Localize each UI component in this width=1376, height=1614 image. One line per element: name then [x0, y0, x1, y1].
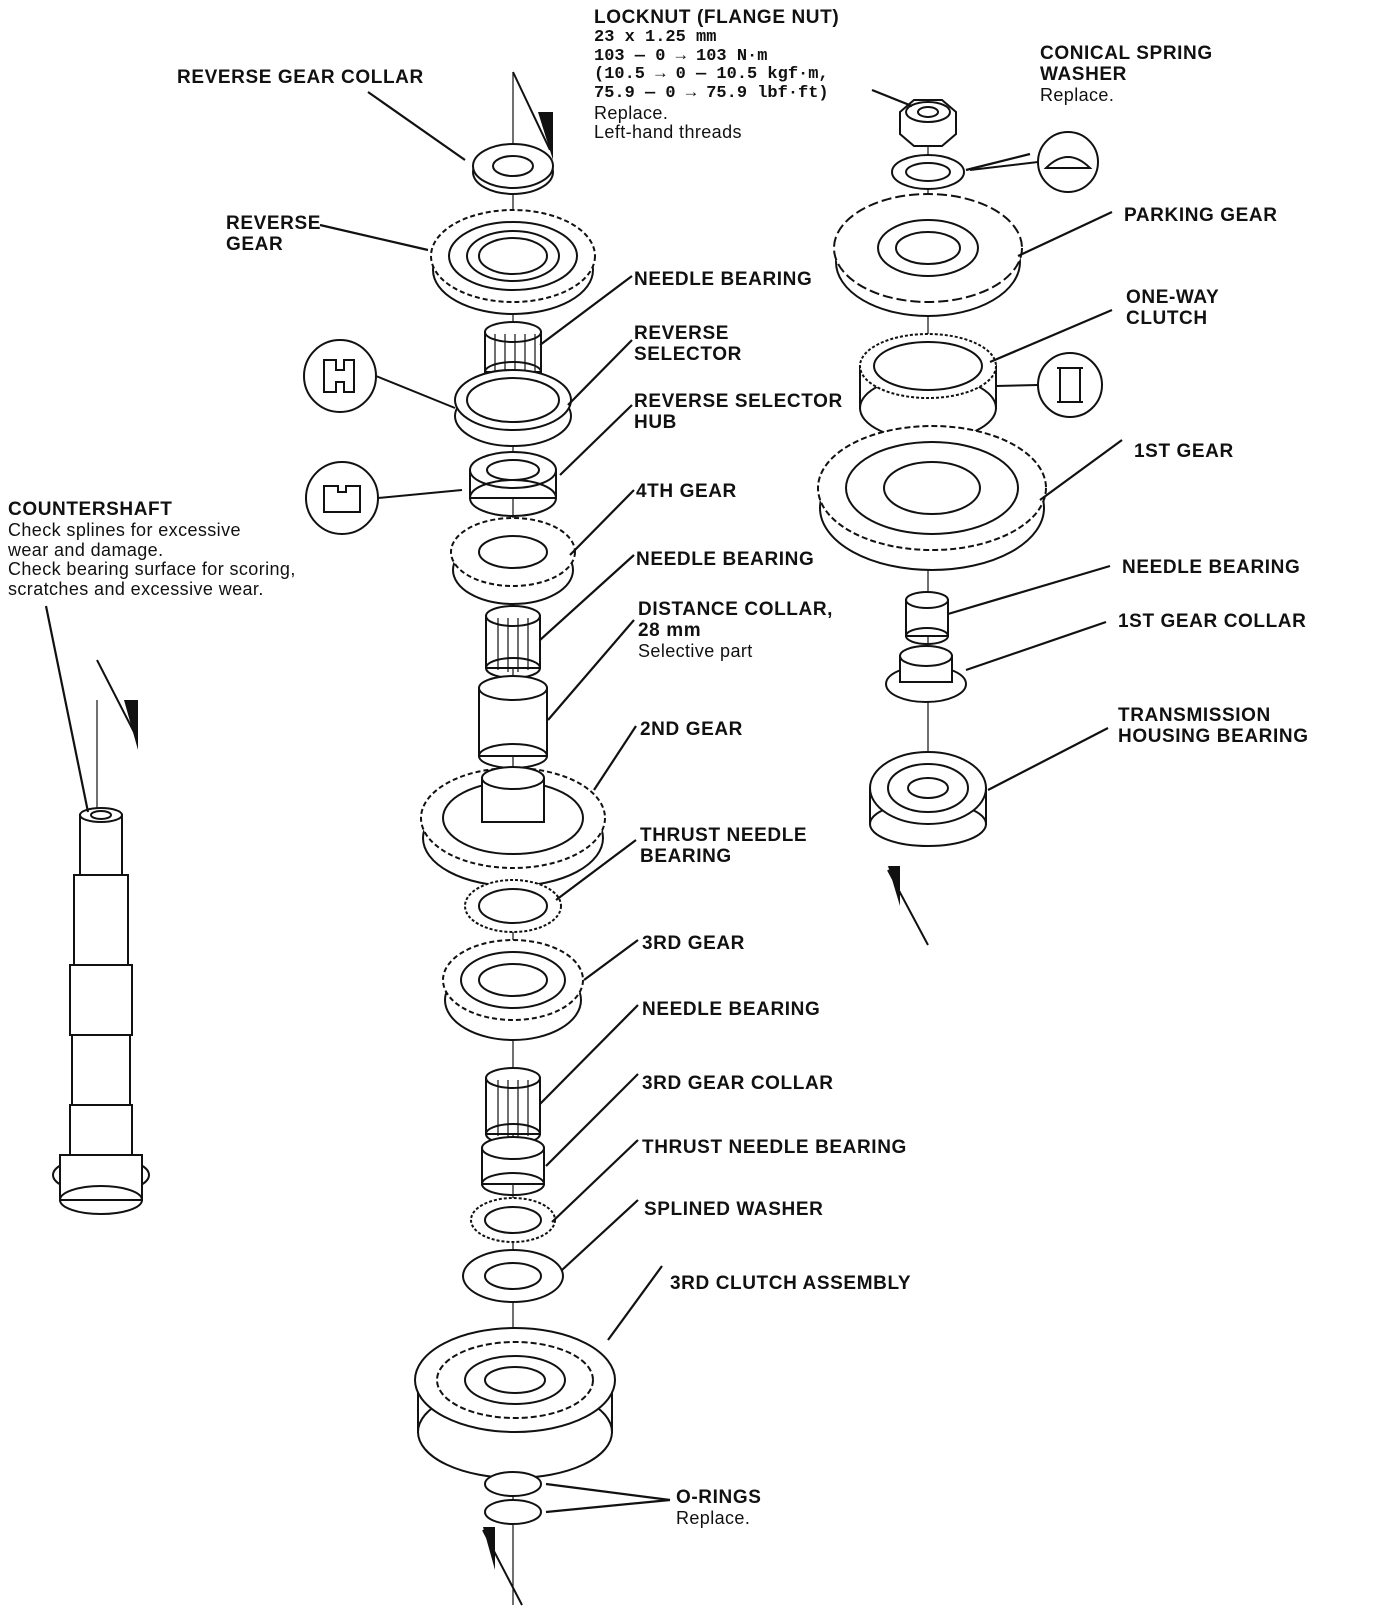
fourth-gear-label: 4TH GEAR: [636, 481, 737, 502]
fourth-gear-part: [450, 517, 576, 605]
splined-washer-part: [462, 1249, 564, 1303]
first-gear-part: [817, 425, 1047, 571]
parking-gear-part: [833, 193, 1023, 317]
reverse-selector-hub-label: REVERSE SELECTOR HUB: [634, 391, 843, 433]
distance-collar-label: DISTANCE COLLAR, 28 mm Selective part: [638, 599, 834, 661]
reverse-gear-collar-label: REVERSE GEAR COLLAR: [177, 67, 424, 88]
splined-washer-label: SPLINED WASHER: [644, 1199, 824, 1220]
distance-collar-part: [478, 675, 548, 769]
one-way-clutch-label: ONE-WAY CLUTCH: [1126, 287, 1220, 329]
one-way-clutch-part: [859, 333, 997, 441]
o-rings-part: [484, 1471, 542, 1525]
o-rings-label: O-RINGS Replace.: [676, 1487, 762, 1528]
countershaft-part: [52, 807, 150, 1215]
third-gear-part: [442, 939, 584, 1041]
parking-gear-label: PARKING GEAR: [1124, 205, 1278, 226]
reverse-selector-hub-detail-circle: [305, 461, 379, 535]
reverse-gear-label: REVERSE GEAR: [226, 213, 322, 255]
countershaft-axis-arrow: [96, 659, 138, 750]
third-gear-label: 3RD GEAR: [642, 933, 745, 954]
bottom-axis-arrow: [482, 1527, 523, 1606]
third-gear-collar-part: [481, 1136, 545, 1196]
locknut-part: [899, 99, 957, 147]
third-gear-collar-label: 3RD GEAR COLLAR: [642, 1073, 834, 1094]
needle-bearing-part-2: [485, 605, 541, 679]
top-axis-arrow: [512, 71, 553, 160]
thrust-needle-bearing-part-1: [464, 879, 562, 933]
needle-bearing-right-label: NEEDLE BEARING: [1122, 557, 1301, 578]
needle-bearing-label-2: NEEDLE BEARING: [636, 549, 815, 570]
needle-bearing-label-3: NEEDLE BEARING: [642, 999, 821, 1020]
reverse-selector-label: REVERSE SELECTOR: [634, 323, 742, 365]
needle-bearing-part-3: [485, 1067, 541, 1145]
one-way-clutch-detail-circle: [1037, 352, 1103, 418]
right-axis-arrow: [887, 866, 929, 946]
thrust-needle-bearing-label-2: THRUST NEEDLE BEARING: [642, 1137, 907, 1158]
thrust-needle-bearing-label-1: THRUST NEEDLE BEARING: [640, 825, 808, 867]
transmission-housing-bearing-label: TRANSMISSION HOUSING BEARING: [1118, 705, 1309, 747]
second-gear-part: [420, 766, 606, 887]
reverse-gear-collar-part: [472, 143, 554, 195]
transmission-housing-bearing-part: [869, 751, 987, 847]
reverse-gear-part: [430, 209, 596, 315]
thrust-needle-bearing-part-2: [470, 1197, 556, 1243]
needle-bearing-part-1: [484, 321, 542, 383]
third-clutch-assembly-label: 3RD CLUTCH ASSEMBLY: [670, 1273, 912, 1294]
conical-spring-washer-label: CONICAL SPRING WASHER Replace.: [1040, 43, 1213, 105]
third-clutch-assembly-part: [414, 1327, 616, 1479]
first-gear-collar-label: 1ST GEAR COLLAR: [1118, 611, 1307, 632]
needle-bearing-label-1: NEEDLE BEARING: [634, 269, 813, 290]
reverse-selector-detail-circle: [303, 339, 377, 413]
countershaft-label: COUNTERSHAFT Check splines for excessive…: [8, 499, 296, 600]
conical-spring-washer-detail-circle: [1037, 131, 1099, 193]
first-gear-label: 1ST GEAR: [1134, 441, 1234, 462]
second-gear-label: 2ND GEAR: [640, 719, 743, 740]
leader-lines: [44, 88, 1123, 1514]
conical-spring-washer-part: [891, 154, 965, 190]
locknut-label: LOCKNUT (FLANGE NUT) 23 x 1.25 mm 103 — …: [594, 7, 840, 143]
needle-bearing-right-part: [905, 591, 949, 645]
first-gear-collar-part: [885, 645, 967, 703]
reverse-selector-hub-part: [469, 451, 557, 517]
reverse-selector-part: [454, 369, 572, 447]
